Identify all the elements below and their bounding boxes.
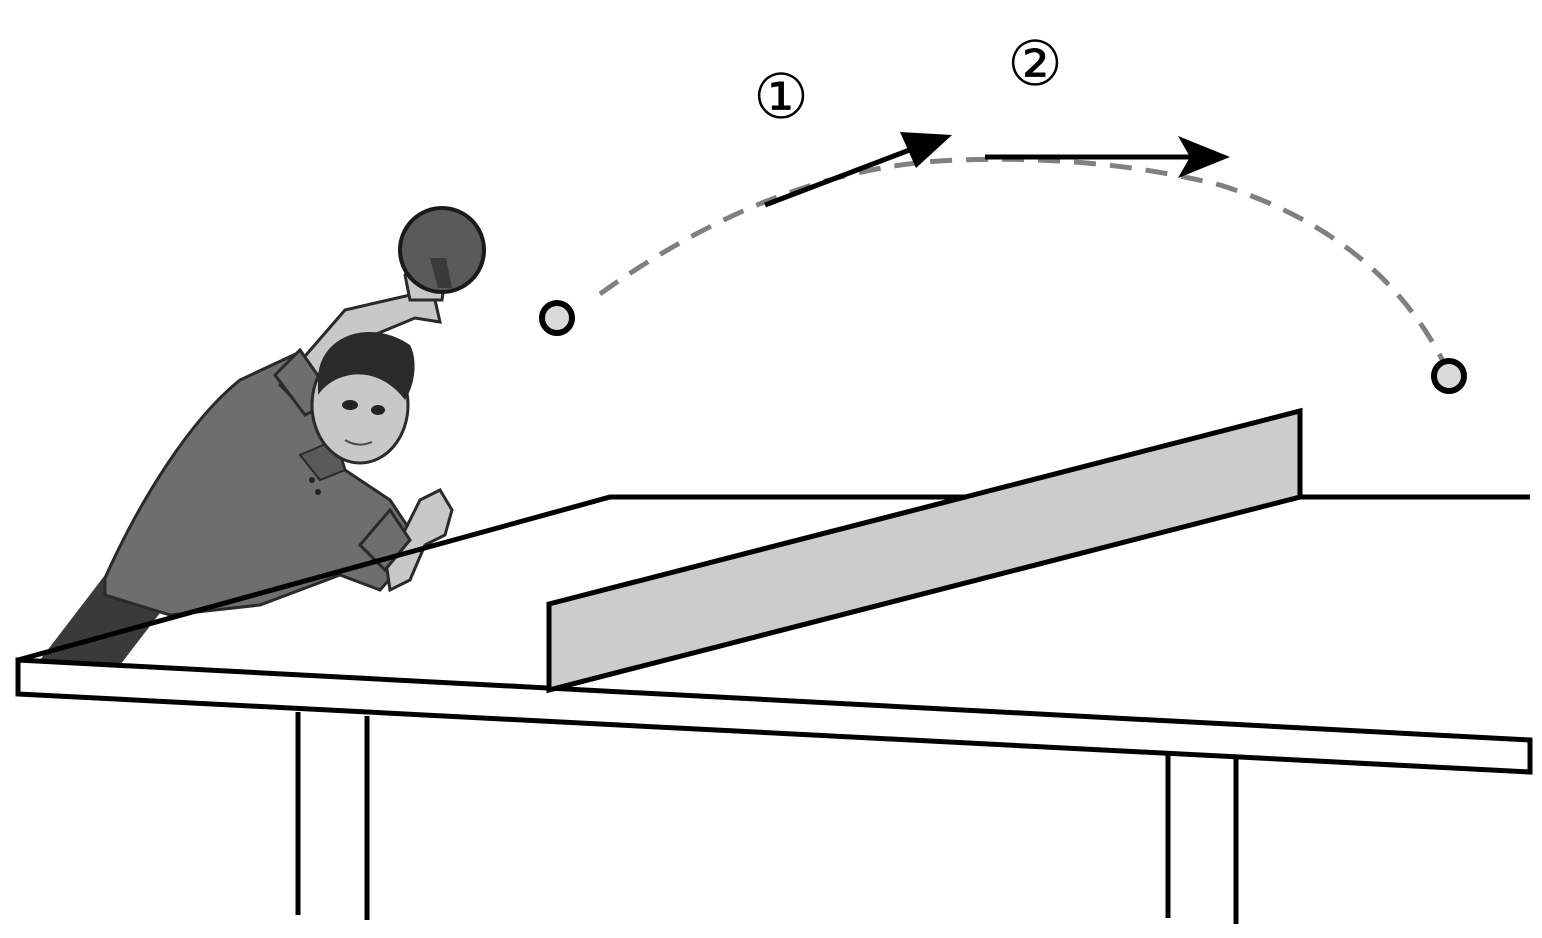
arrow-1-label: ① bbox=[753, 60, 809, 133]
table-legs bbox=[295, 712, 1239, 924]
ball-icon bbox=[1431, 358, 1467, 394]
table-front-edge bbox=[15, 657, 1533, 775]
paddle-icon bbox=[398, 206, 486, 294]
arrow-2 bbox=[985, 136, 1230, 178]
arrow-1 bbox=[764, 132, 952, 208]
arrow-2-label: ② bbox=[1007, 27, 1063, 100]
ball-trajectory bbox=[598, 156, 1448, 367]
table-tennis-player-figure bbox=[40, 264, 454, 665]
net bbox=[546, 407, 1303, 694]
ball-icon bbox=[539, 300, 575, 336]
